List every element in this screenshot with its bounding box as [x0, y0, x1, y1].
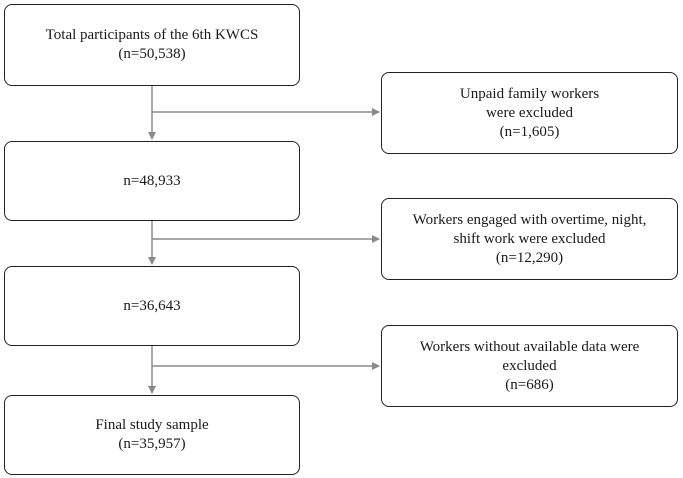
remaining-sample-box-2: n=36,643 [4, 266, 300, 346]
box-count: (n=35,957) [118, 436, 186, 452]
remaining-sample-box-1: n=48,933 [4, 141, 300, 221]
box-count: (n=12,290) [495, 249, 564, 266]
box-count: (n=50,538) [118, 46, 186, 62]
box-text-line: Workers engaged with overtime, night, [412, 211, 647, 228]
box-text-line: shift work were excluded [453, 230, 606, 247]
box-count: (n=1,605) [499, 123, 560, 140]
box-count: n=36,643 [123, 297, 181, 314]
box-count: (n=686) [505, 376, 554, 393]
exclusion-box-unpaid-family-workers: Unpaid family workers were excluded (n=1… [381, 72, 678, 154]
box-text-line: excluded [502, 357, 557, 374]
exclusion-box-overtime-night-shift: Workers engaged with overtime, night, sh… [381, 198, 678, 280]
exclusion-box-missing-data: Workers without available data were excl… [381, 325, 678, 407]
box-text-line: Workers without available data were [419, 338, 640, 355]
box-count: n=48,933 [123, 172, 181, 189]
box-text-line: Total participants of the 6th KWCS [45, 27, 259, 43]
total-participants-box: Total participants of the 6th KWCS (n=50… [4, 4, 300, 86]
final-sample-box: Final study sample (n=35,957) [4, 395, 300, 475]
box-text-line: were excluded [485, 104, 574, 121]
box-text-line: Unpaid family workers [459, 85, 600, 102]
box-text-line: Final study sample [95, 417, 209, 433]
